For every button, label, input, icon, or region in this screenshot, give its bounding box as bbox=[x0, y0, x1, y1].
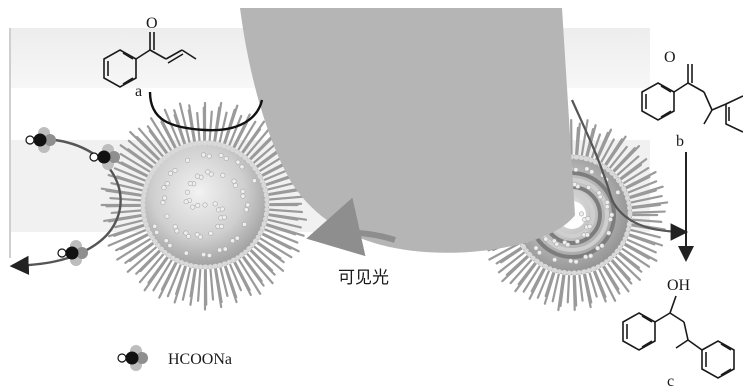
substrate-a-label: a bbox=[135, 83, 142, 100]
legend-formate: HCOONa bbox=[118, 345, 232, 371]
intermediate-b-label: b bbox=[676, 133, 684, 150]
product-c-label: c bbox=[667, 373, 674, 388]
legend-label: HCOONa bbox=[168, 351, 232, 368]
intermediate-b-structure bbox=[642, 64, 743, 132]
product-c-structure bbox=[623, 296, 734, 378]
substrate-a-oxygen: O bbox=[146, 15, 158, 32]
formate-molecule-icon bbox=[118, 345, 148, 371]
product-c-hydroxyl: OH bbox=[667, 277, 691, 294]
intermediate-b-oxygen: O bbox=[664, 49, 676, 66]
visible-light-label: 可见光 bbox=[338, 268, 389, 288]
